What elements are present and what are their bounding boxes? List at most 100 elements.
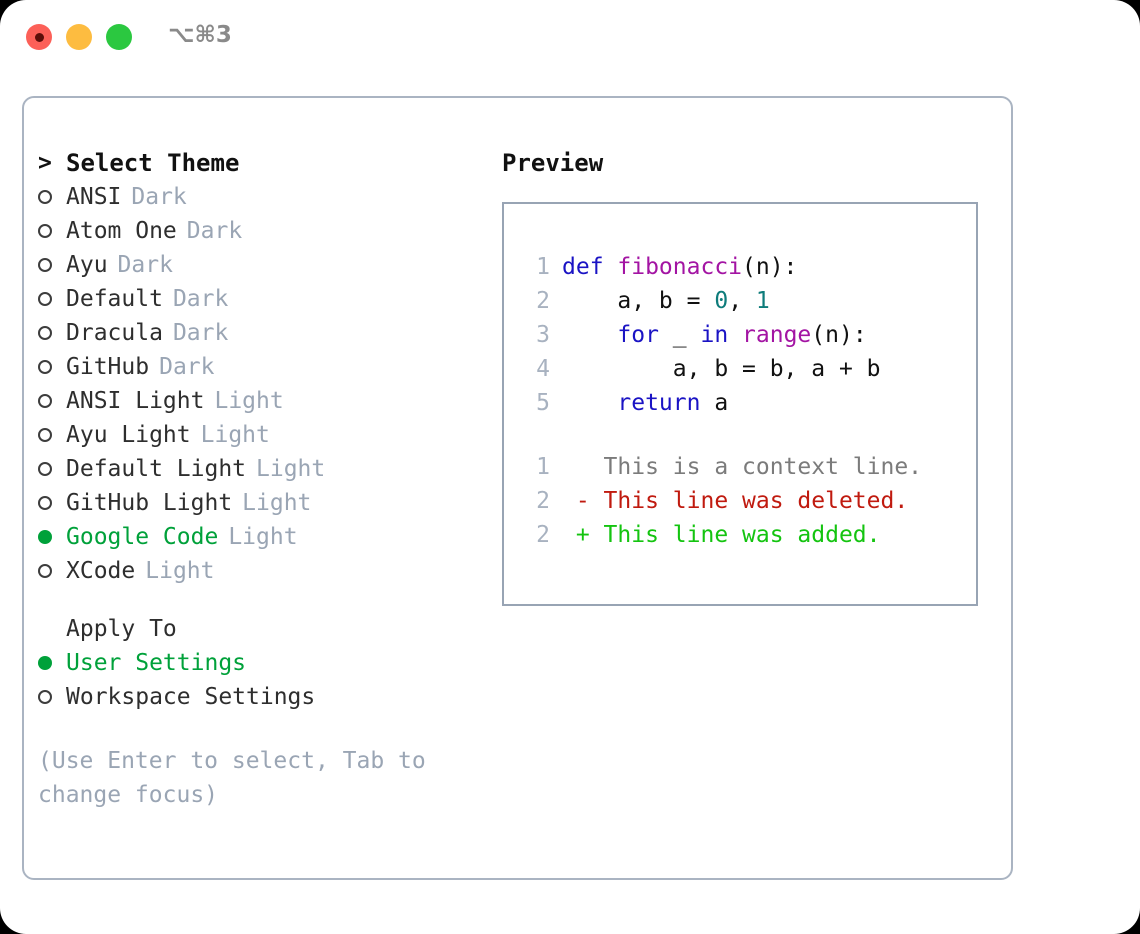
theme-variant-badge: Light	[214, 388, 284, 414]
code-line-text: a, b = b, a + b	[562, 352, 881, 386]
radio-unselected-icon	[38, 680, 66, 714]
radio-unselected-icon	[38, 418, 66, 452]
theme-name: XCode	[66, 558, 136, 584]
radio-unselected-icon	[38, 486, 66, 520]
theme-variant-badge: Light	[242, 490, 312, 516]
window-controls	[26, 24, 132, 50]
radio-unselected-icon	[38, 554, 66, 588]
line-number: 2	[536, 522, 550, 548]
apply-to-option-user-settings[interactable]: User Settings	[38, 646, 478, 680]
apply-to-option-label: User Settings	[66, 650, 247, 676]
apply-to-option-label: Workspace Settings	[66, 684, 316, 710]
theme-variant-badge: Light	[145, 558, 215, 584]
section-spacer	[38, 588, 478, 612]
apply-to-heading: Apply To	[38, 612, 478, 646]
code-token: for	[617, 322, 659, 348]
radio-unselected-icon	[38, 316, 66, 350]
code-token: a, b =	[562, 288, 715, 314]
code-token	[562, 322, 617, 348]
radio-glyph	[38, 325, 52, 340]
apply-to-heading-label: Apply To	[66, 616, 177, 642]
radio-glyph	[38, 495, 52, 510]
line-number: 5	[536, 390, 550, 416]
close-button[interactable]	[26, 24, 52, 50]
radio-selected-icon	[38, 520, 66, 554]
code-line-text: for _ in range(n):	[562, 318, 867, 352]
theme-name: Default Light	[66, 456, 247, 482]
code-token: (n):	[811, 322, 867, 348]
theme-name: Ayu	[66, 252, 108, 278]
code-line: 2 a, b = 0, 1	[504, 284, 976, 318]
theme-option-github-light[interactable]: GitHub Light Light	[38, 486, 478, 520]
diff-line: 1 This is a context line.	[504, 450, 976, 484]
theme-variant-badge: Light	[200, 422, 270, 448]
diff-line: 2 - This line was deleted.	[504, 484, 976, 518]
radio-glyph	[38, 529, 52, 544]
code-token: a, b = b, a + b	[562, 356, 881, 382]
radio-unselected-icon	[38, 350, 66, 384]
code-line-text: def fibonacci(n):	[562, 250, 797, 284]
radio-glyph	[38, 427, 52, 442]
radio-unselected-icon	[38, 282, 66, 316]
diff-line: 2 + This line was added.	[504, 518, 976, 552]
caret-icon: >	[38, 150, 52, 176]
theme-name: GitHub Light	[66, 490, 233, 516]
code-token: fibonacci	[617, 254, 743, 280]
code-token	[562, 390, 617, 416]
theme-name: Default	[66, 286, 163, 312]
radio-glyph	[38, 359, 52, 374]
code-token: range	[742, 322, 812, 348]
theme-name: ANSI	[66, 184, 122, 210]
code-token: (n):	[742, 254, 798, 280]
code-token: 0	[714, 288, 729, 314]
theme-variant-badge: Dark	[172, 286, 229, 312]
radio-unselected-icon	[38, 384, 66, 418]
maximize-button[interactable]	[106, 24, 132, 50]
theme-variant-badge: Light	[228, 524, 298, 550]
theme-option-ayu-light[interactable]: Ayu Light Light	[38, 418, 478, 452]
line-number: 4	[536, 356, 550, 382]
line-number: 3	[536, 322, 550, 348]
radio-unselected-icon	[38, 452, 66, 486]
diff-sample: 1 This is a context line.2 - This line w…	[504, 450, 976, 552]
code-token: def	[562, 254, 618, 280]
code-diff-spacer	[504, 420, 976, 450]
diff-line-text: This is a context line.	[562, 454, 923, 480]
keyboard-hint-text: (Use Enter to select, Tab to change focu…	[38, 748, 426, 808]
theme-option-default[interactable]: Default Dark	[38, 282, 478, 316]
code-line-text: return a	[562, 386, 728, 420]
radio-glyph	[38, 461, 52, 476]
theme-option-xcode[interactable]: XCode Light	[38, 554, 478, 588]
diff-line-text: + This line was added.	[562, 522, 881, 548]
radio-unselected-icon	[38, 248, 66, 282]
minimize-button[interactable]	[66, 24, 92, 50]
radio-unselected-icon	[38, 214, 66, 248]
line-number: 1	[536, 454, 550, 480]
apply-to-option-workspace-settings[interactable]: Workspace Settings	[38, 680, 478, 714]
preview-title: Preview	[502, 149, 604, 177]
radio-glyph	[38, 655, 52, 670]
line-number: 2	[536, 288, 550, 314]
theme-name: Ayu Light	[66, 422, 191, 448]
keyboard-shortcut-label: ⌥⌘3	[168, 22, 232, 48]
diff-line-text: - This line was deleted.	[562, 488, 909, 514]
radio-glyph	[38, 689, 52, 704]
select-theme-heading-label: Select Theme	[66, 149, 240, 177]
code-token: _	[658, 322, 701, 348]
theme-variant-badge: Dark	[186, 218, 243, 244]
